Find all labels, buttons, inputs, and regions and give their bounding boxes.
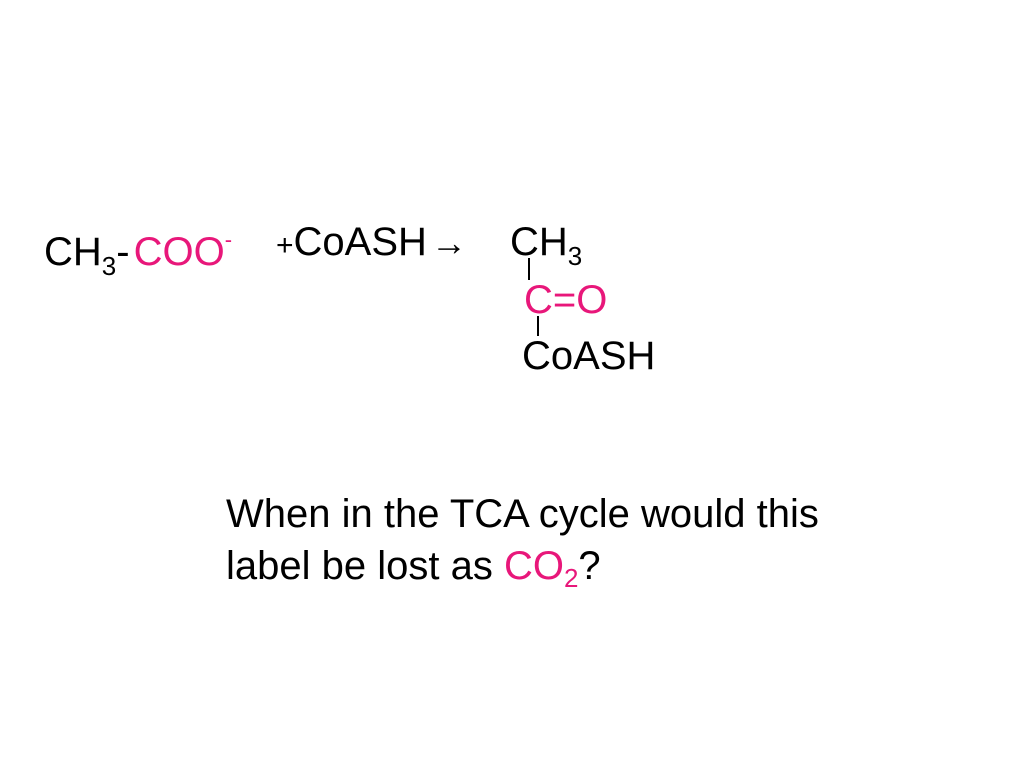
question-mark: ? bbox=[578, 544, 601, 588]
reactant-formula: CH3-COO- bbox=[44, 229, 232, 280]
reactant-dash: - bbox=[116, 230, 130, 274]
reactant-charge: - bbox=[224, 227, 233, 252]
question-co-subscript: 2 bbox=[563, 563, 579, 593]
product-ch3-subscript: 3 bbox=[567, 241, 583, 271]
product-ch3: CH3 bbox=[510, 220, 582, 269]
question-line-2-prefix: label be lost as bbox=[226, 544, 504, 588]
plus-sign: + bbox=[276, 229, 294, 262]
product-coash: CoASH bbox=[522, 334, 656, 378]
bond-line-lower bbox=[537, 316, 539, 336]
reactant-ch3: CH bbox=[44, 230, 102, 274]
reaction-arrow: → bbox=[430, 222, 467, 263]
question-co: CO bbox=[503, 544, 564, 588]
question-line-1: When in the TCA cycle would this bbox=[226, 492, 819, 536]
reactant-carboxylate: COO bbox=[133, 230, 225, 274]
question-text: When in the TCA cycle would this label b… bbox=[226, 488, 819, 596]
bond-line-upper bbox=[528, 258, 530, 280]
product-ch3-text: CH bbox=[510, 220, 568, 264]
reagent-formula: +CoASH→ bbox=[276, 222, 467, 262]
reagent-coash: CoASH bbox=[293, 220, 427, 264]
product-carbonyl: C=O bbox=[524, 278, 608, 322]
question-line-2: label be lost as CO2? bbox=[226, 540, 819, 596]
reactant-ch3-subscript: 3 bbox=[101, 251, 117, 281]
